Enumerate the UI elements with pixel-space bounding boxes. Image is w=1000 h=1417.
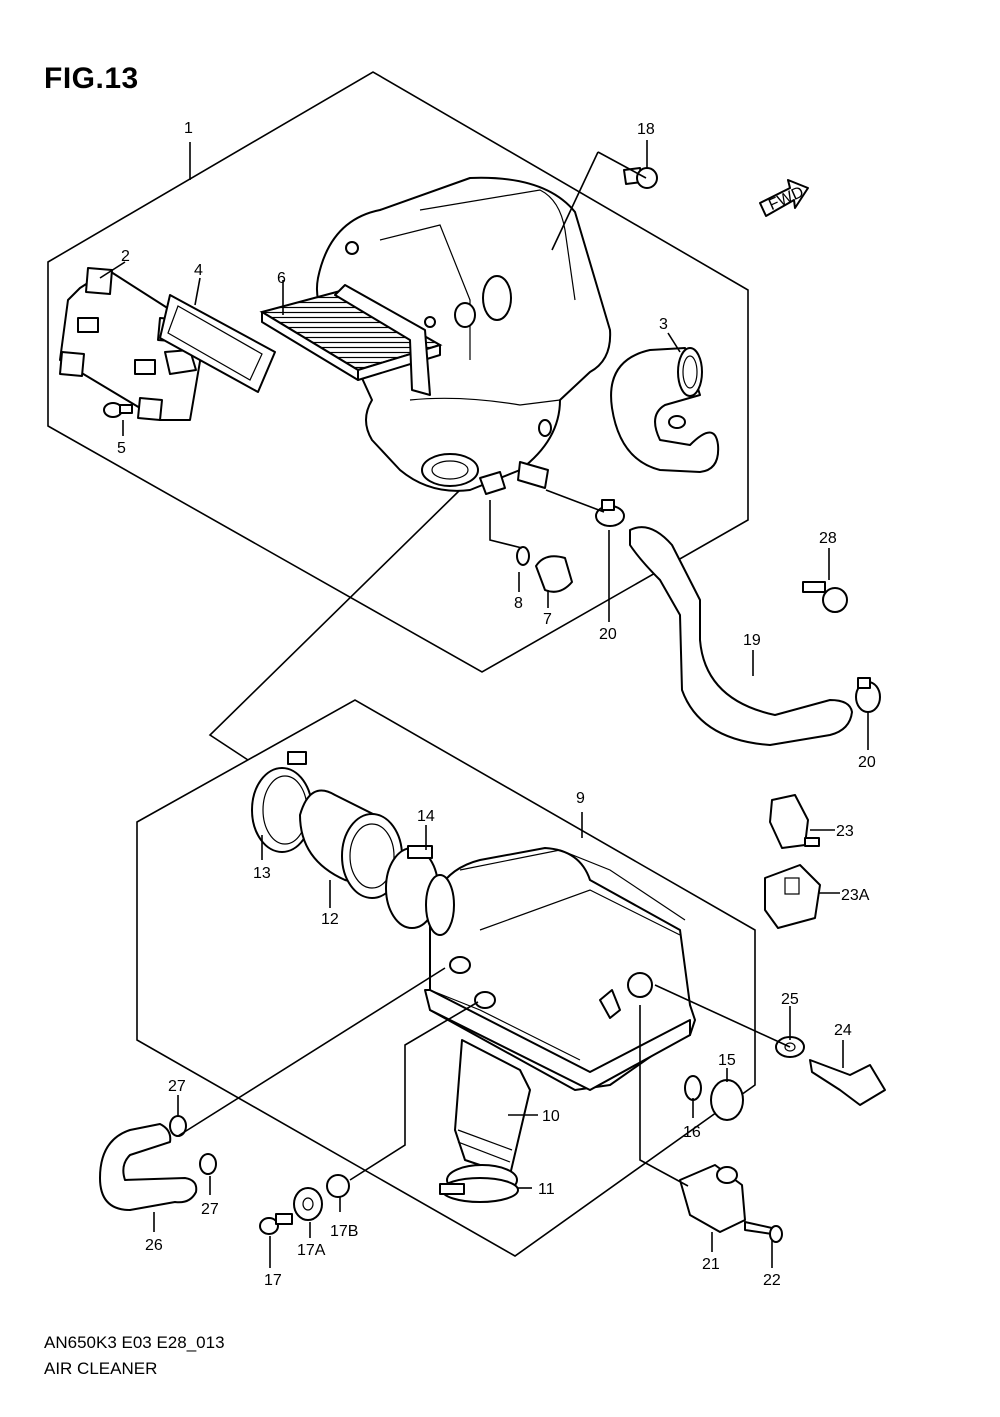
figure-title: FIG.13 — [44, 62, 139, 95]
callout-17A: 17A — [297, 1242, 326, 1259]
callout-28: 28 — [819, 530, 837, 547]
bolt-18-part — [623, 167, 658, 189]
upper-assembly-outline — [47, 71, 749, 673]
clip-27-lower-part — [199, 1153, 217, 1175]
sensor-23-part — [769, 794, 820, 849]
callout-16: 16 — [683, 1124, 701, 1141]
lower-case-part — [424, 847, 696, 1091]
callout-21: 21 — [702, 1256, 720, 1273]
drawing-name: AIR CLEANER — [44, 1359, 158, 1378]
collar-17B-part — [326, 1174, 350, 1198]
clamp-13-part — [251, 751, 313, 853]
callout-17B: 17B — [330, 1223, 358, 1240]
bolt-17-part — [259, 1213, 293, 1235]
callout-3: 3 — [659, 316, 668, 333]
callout-2: 2 — [121, 248, 130, 265]
callout-8: 8 — [514, 595, 523, 612]
drain-hose-26-part — [99, 1123, 198, 1211]
seal-part — [159, 294, 276, 393]
sensor-21-part — [679, 1164, 746, 1233]
callout-13: 13 — [253, 865, 271, 882]
screw-22-part — [744, 1221, 783, 1243]
forward-label: FWD — [766, 184, 806, 214]
callout-4: 4 — [194, 262, 203, 279]
callout-14: 14 — [417, 808, 435, 825]
callout-22: 22 — [763, 1272, 781, 1289]
callout-23A: 23A — [841, 887, 870, 904]
small-clip-8-part — [516, 546, 530, 566]
drain-cap-part — [535, 555, 573, 593]
group-connector-line — [208, 487, 463, 761]
callout-20-lower: 20 — [858, 754, 876, 771]
outlet-tube-10-part — [446, 1039, 531, 1196]
drawing-code: AN650K3 E03 E28_013 — [44, 1333, 225, 1352]
callout-1: 1 — [184, 120, 193, 137]
callout-20-upper: 20 — [599, 626, 617, 643]
callout-18: 18 — [637, 121, 655, 138]
hose-clamp-20-lower-part — [855, 677, 881, 713]
callout-12: 12 — [321, 911, 339, 928]
callout-26: 26 — [145, 1237, 163, 1254]
forward-arrow-icon: FWD — [759, 179, 809, 217]
intake-duct-part — [610, 347, 720, 473]
screw-5-part — [103, 402, 133, 418]
callout-19: 19 — [743, 632, 761, 649]
callout-27-lower: 27 — [201, 1201, 219, 1218]
cap-15-part — [710, 1079, 744, 1121]
leader-lines — [99, 140, 869, 1268]
upper-case-part — [316, 176, 612, 495]
callout-24: 24 — [834, 1022, 852, 1039]
temp-sensor-24-part — [809, 1059, 886, 1106]
filter-element-part — [259, 284, 443, 396]
bolt-28-part — [802, 581, 848, 613]
clamp-11-part — [439, 1177, 519, 1203]
callout-labels: 1 2 3 4 5 6 7 8 9 10 11 12 13 14 15 16 1… — [117, 120, 876, 1289]
grommet-17A-part — [293, 1187, 323, 1221]
callout-10: 10 — [542, 1108, 560, 1125]
callout-6: 6 — [277, 270, 286, 287]
callout-11: 11 — [538, 1181, 555, 1198]
clip-16-part — [684, 1075, 702, 1101]
callout-5: 5 — [117, 440, 126, 457]
callout-7: 7 — [543, 611, 552, 628]
breather-hose-part — [629, 526, 853, 746]
callout-15: 15 — [718, 1052, 736, 1069]
callout-23: 23 — [836, 823, 854, 840]
callout-25: 25 — [781, 991, 799, 1008]
callout-9: 9 — [576, 790, 585, 807]
holder-23A-part — [764, 864, 821, 929]
callout-17: 17 — [264, 1272, 282, 1289]
lower-assembly-outline — [136, 699, 756, 1257]
callout-27-upper: 27 — [168, 1078, 186, 1095]
hose-clamp-20-upper-part — [595, 499, 625, 527]
